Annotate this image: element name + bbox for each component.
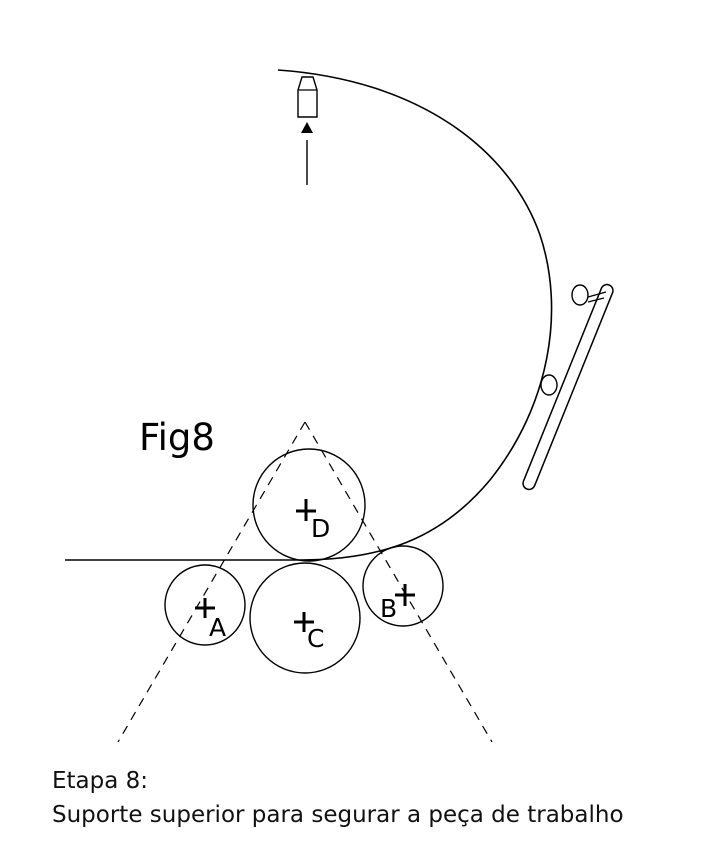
side-support (522, 283, 614, 491)
workpiece-curve (65, 69, 553, 561)
center-cross-icon (195, 598, 215, 618)
caption-step: Etapa 8: (52, 768, 149, 794)
top-sensor (297, 76, 318, 185)
roller-label-c: C (307, 624, 324, 653)
support-knob-bottom (540, 374, 558, 396)
arrow-up-icon (301, 122, 313, 133)
dashed-triangle (117, 421, 493, 743)
roller-label-b: B (380, 594, 397, 623)
caption: Etapa 8: Suporte superior para segurar a… (52, 764, 624, 832)
roller-label-a: A (209, 613, 226, 642)
roller-b: B (362, 545, 444, 627)
roller-d: D (252, 448, 366, 562)
roller-a: A (164, 564, 246, 646)
center-cross-icon (296, 499, 316, 521)
caption-description: Suporte superior para segurar a peça de … (52, 802, 624, 828)
roller-label-d: D (311, 514, 330, 543)
center-cross-icon (395, 584, 415, 606)
roller-c: C (249, 562, 361, 674)
sensor-head (297, 76, 318, 118)
support-knob-top (571, 284, 589, 306)
center-cross-icon (294, 612, 314, 632)
support-bar (522, 283, 614, 491)
figure-title: Fig8 (139, 416, 215, 459)
